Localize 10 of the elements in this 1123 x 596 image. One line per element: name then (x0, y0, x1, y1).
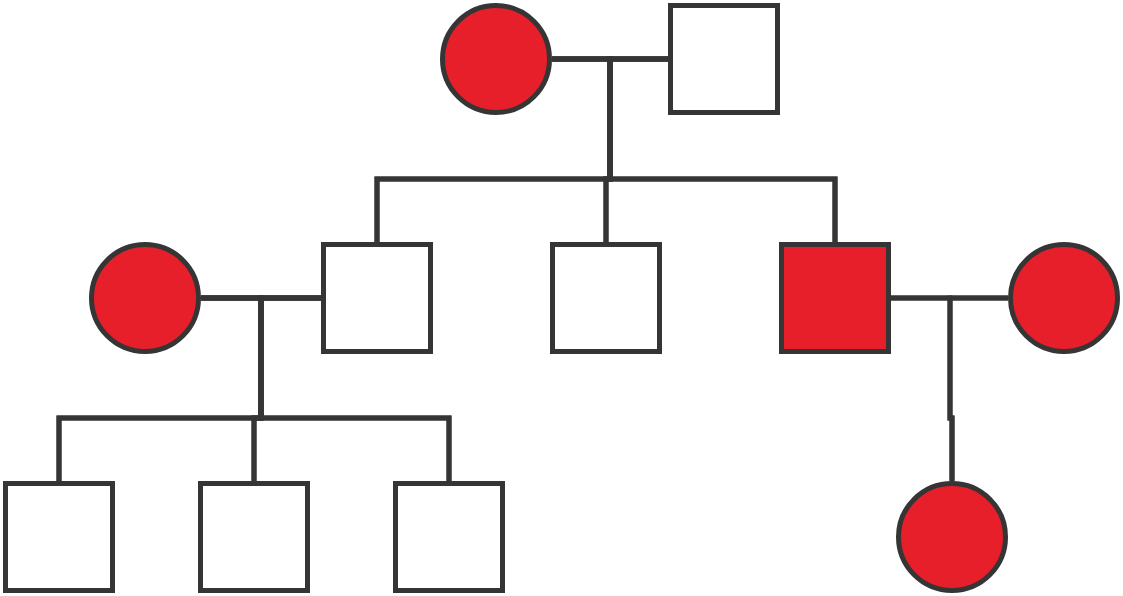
connector-line (607, 56, 838, 242)
connector-line (947, 295, 1008, 481)
pedigree-square (3, 481, 115, 593)
pedigree-square (550, 242, 662, 354)
pedigree-square (198, 481, 310, 593)
pedigree-square (779, 242, 891, 354)
connector-line (258, 295, 452, 481)
pedigree-square (668, 3, 780, 115)
pedigree-square (393, 481, 505, 593)
pedigree-square (321, 242, 433, 354)
